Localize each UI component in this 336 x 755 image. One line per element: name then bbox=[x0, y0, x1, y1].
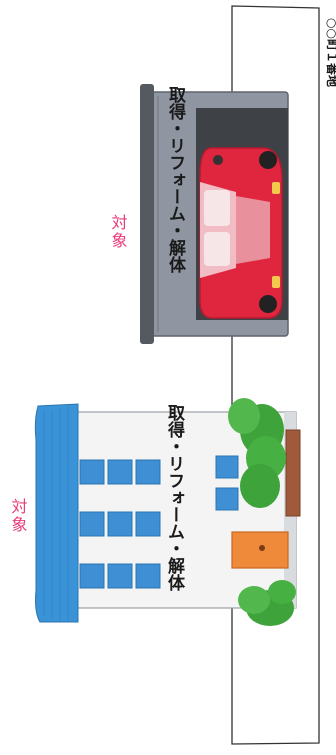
house-action-label: 取得・リフォーム・解体 bbox=[164, 404, 186, 592]
car-icon bbox=[199, 147, 283, 319]
house-target-label: 対象 bbox=[9, 498, 28, 534]
tree-icon bbox=[228, 398, 301, 517]
lot-address-group: ○○町１番地 bbox=[325, 18, 336, 87]
lot-address: ○○町１番地 bbox=[325, 18, 336, 87]
garage-target-label: 対象 bbox=[109, 214, 128, 250]
bush-icon bbox=[238, 580, 296, 626]
garage-action-label: 取得・リフォーム・解体 bbox=[165, 86, 187, 274]
